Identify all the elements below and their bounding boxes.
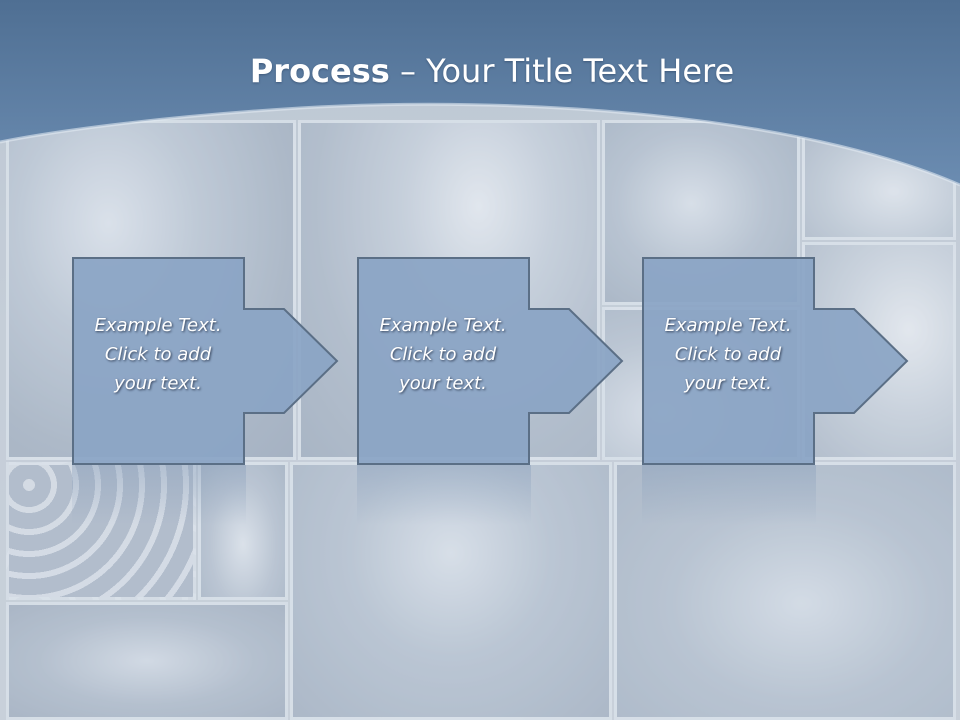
step-3-text[interactable]: Example Text. Click to add your text. — [642, 311, 814, 398]
xray-panel-chest — [290, 462, 612, 720]
step-3-reflection — [642, 465, 816, 525]
title-rest: – Your Title Text Here — [389, 52, 735, 90]
step-2-reflection — [357, 465, 531, 525]
step-text-line: Click to add — [104, 344, 212, 365]
step-text-line: Example Text. — [379, 315, 507, 336]
arrow-right-icon — [72, 257, 339, 465]
slide-title[interactable]: Process – Your Title Text Here — [0, 52, 960, 90]
arrow-right-icon — [642, 257, 909, 465]
step-text-line: your text. — [114, 373, 202, 394]
step-1-text[interactable]: Example Text. Click to add your text. — [72, 311, 244, 398]
header-band — [0, 0, 960, 187]
process-step-1[interactable]: Example Text. Click to add your text. — [72, 257, 408, 465]
step-1-reflection — [72, 465, 246, 525]
process-step-2[interactable]: Example Text. Click to add your text. — [357, 257, 693, 465]
step-text-line: your text. — [399, 373, 487, 394]
xray-panel-pelvis — [6, 602, 288, 720]
xray-panel-brain-scans — [6, 462, 196, 600]
arrow-right-icon — [357, 257, 624, 465]
step-text-line: Click to add — [389, 344, 497, 365]
title-bold: Process — [249, 52, 390, 90]
process-step-3[interactable]: Example Text. Click to add your text. — [642, 257, 960, 465]
xray-panel-hand — [614, 462, 956, 720]
step-text-line: Example Text. — [664, 315, 792, 336]
step-2-text[interactable]: Example Text. Click to add your text. — [357, 311, 529, 398]
step-text-line: Example Text. — [94, 315, 222, 336]
step-text-line: your text. — [684, 373, 772, 394]
step-text-line: Click to add — [674, 344, 782, 365]
